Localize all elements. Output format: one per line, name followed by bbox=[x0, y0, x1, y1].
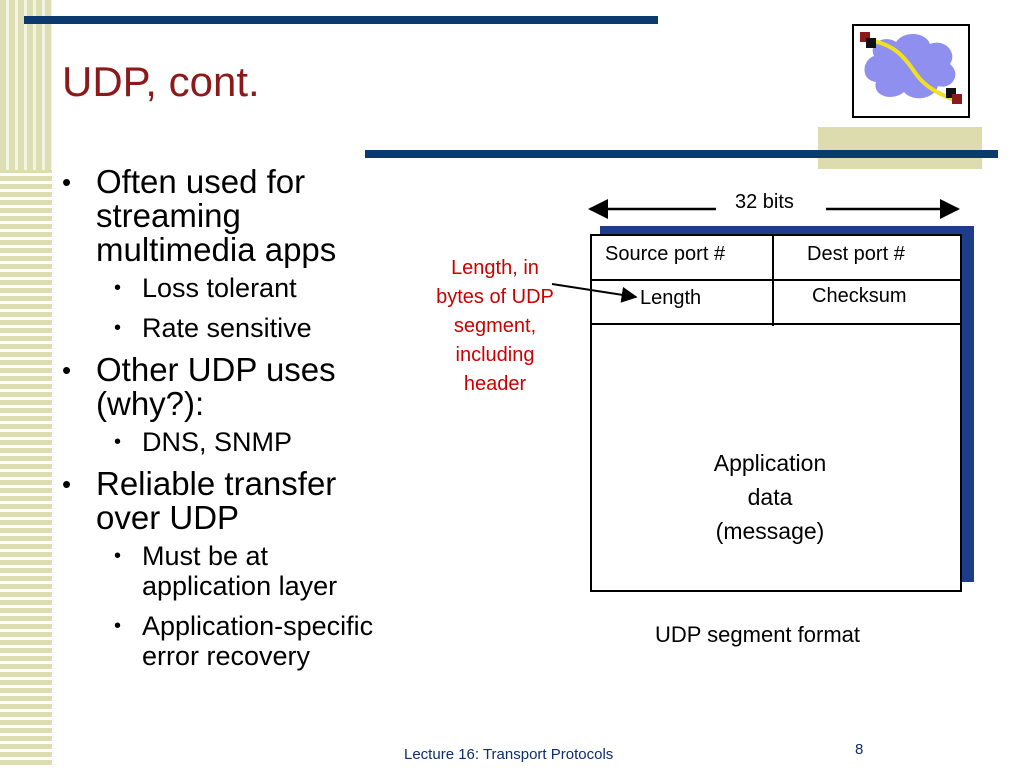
title-underline-bar bbox=[365, 150, 998, 158]
sub-bullet-item: • Application-specific error recovery bbox=[56, 611, 456, 671]
width-label: 32 bits bbox=[735, 191, 794, 213]
annotation-line: including bbox=[455, 344, 535, 366]
bullet-item: • Other UDP uses (why?): bbox=[56, 353, 456, 421]
bullet-line: multimedia apps bbox=[96, 231, 337, 268]
sub-bullet-item: • DNS, SNMP bbox=[56, 427, 456, 457]
bullet-line: streaming bbox=[96, 197, 241, 234]
dest-port-field: Dest port # bbox=[807, 243, 905, 265]
network-cloud-logo bbox=[852, 24, 970, 118]
top-accent-bar bbox=[24, 16, 658, 24]
bullet-line: (why?): bbox=[96, 385, 205, 422]
left-stripe-band bbox=[0, 0, 52, 170]
sub-bullet-item: • Loss tolerant bbox=[56, 273, 456, 303]
sub-bullet-text: DNS, SNMP bbox=[142, 427, 293, 457]
bullet-item: • Reliable transfer over UDP bbox=[56, 467, 456, 535]
footer-lecture-title: Lecture 16: Transport Protocols bbox=[404, 746, 614, 763]
bullet-marker: • bbox=[114, 277, 122, 299]
diagram-caption: UDP segment format bbox=[655, 622, 861, 647]
slide-title: UDP, cont. bbox=[62, 58, 260, 105]
header-row-divider bbox=[590, 279, 962, 281]
bullet-marker: • bbox=[62, 469, 72, 499]
source-port-field: Source port # bbox=[605, 243, 726, 265]
payload-label: Application data (message) bbox=[680, 446, 860, 548]
bullet-marker: • bbox=[114, 317, 122, 339]
length-pointer-arrow bbox=[551, 283, 638, 303]
sub-bullet-item: • Must be at application layer bbox=[56, 541, 456, 601]
bullet-line: Reliable transfer bbox=[96, 465, 337, 502]
bullet-marker: • bbox=[114, 431, 122, 453]
bullet-list: • Often used for streaming multimedia ap… bbox=[56, 165, 456, 681]
annotation-line: bytes of UDP bbox=[436, 286, 554, 308]
payload-line: Application bbox=[713, 450, 827, 476]
bullet-marker: • bbox=[62, 167, 72, 197]
bullet-line: Often used for bbox=[96, 163, 306, 200]
annotation-line: Length, in bbox=[451, 257, 539, 279]
sub-bullet-line: Must be at bbox=[142, 541, 269, 571]
sub-bullet-item: • Rate sensitive bbox=[56, 313, 456, 343]
length-annotation: Length, in bytes of UDP segment, includi… bbox=[415, 254, 575, 399]
bullet-line: over UDP bbox=[96, 499, 240, 536]
sub-bullet-line: error recovery bbox=[142, 641, 311, 671]
length-field: Length bbox=[640, 287, 702, 309]
payload-line: (message) bbox=[715, 518, 825, 544]
sub-bullet-text: Loss tolerant bbox=[142, 273, 297, 303]
olive-accent-block bbox=[818, 127, 982, 169]
header-column-divider bbox=[772, 234, 774, 326]
annotation-line: segment, bbox=[453, 315, 537, 337]
bullet-marker: • bbox=[114, 545, 122, 567]
sub-bullet-line: Application-specific bbox=[142, 611, 374, 641]
sub-bullet-line: application layer bbox=[142, 571, 338, 601]
bullet-marker: • bbox=[114, 615, 122, 637]
bullet-line: Other UDP uses bbox=[96, 351, 336, 388]
payload-line: data bbox=[747, 484, 793, 510]
bullet-marker: • bbox=[62, 355, 72, 385]
udp-segment-box bbox=[590, 234, 962, 592]
checksum-field: Checksum bbox=[812, 285, 907, 307]
header-payload-divider bbox=[590, 323, 962, 325]
sub-bullet-text: Rate sensitive bbox=[142, 313, 312, 343]
annotation-line: header bbox=[463, 373, 527, 395]
bullet-item: • Often used for streaming multimedia ap… bbox=[56, 165, 456, 267]
page-number: 8 bbox=[855, 741, 864, 758]
cloud-icon bbox=[860, 32, 962, 104]
